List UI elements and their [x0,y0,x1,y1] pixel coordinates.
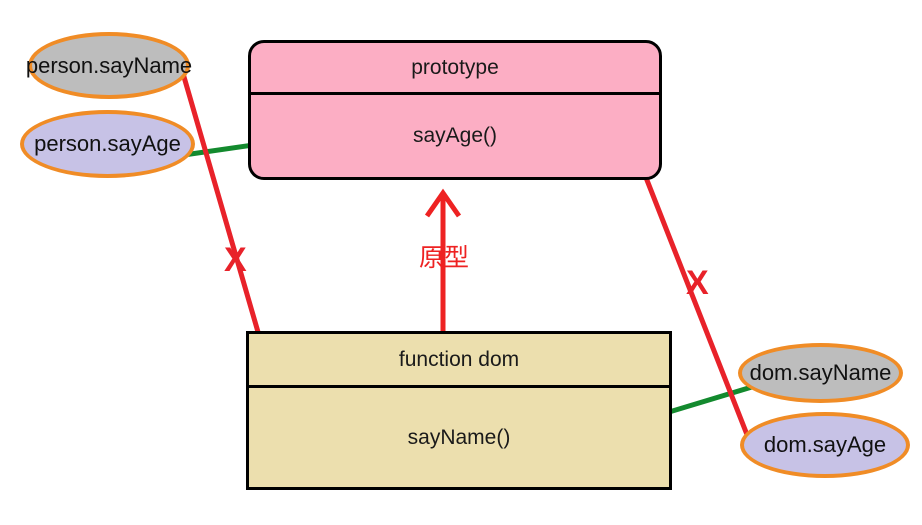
callout-dom-say-age-label: dom.sayAge [763,432,887,457]
function-box-header: function dom [249,334,669,388]
prototype-arrow [424,188,462,331]
callout-dom-say-name[interactable]: dom.sayName [738,343,903,403]
function-dom-class-box[interactable]: function dom sayName() [246,331,672,490]
up-arrow-icon [424,188,462,218]
prototype-box-header: prototype [251,43,659,95]
callout-person-say-age[interactable]: person.sayAge [20,110,195,178]
red-strike-line-right [629,139,758,458]
prototype-box-method: sayAge() [412,124,498,147]
callout-person-say-age-label: person.sayAge [34,131,181,156]
callout-person-say-name[interactable]: person.sayName [25,32,193,99]
prototype-class-box[interactable]: prototype sayAge() [248,40,662,180]
callout-person-say-name-label: person.sayName [25,52,193,78]
callout-dom-say-name-label: dom.sayName [749,360,892,385]
callout-dom-say-age[interactable]: dom.sayAge [740,412,910,478]
function-box-method: sayName() [407,425,511,449]
